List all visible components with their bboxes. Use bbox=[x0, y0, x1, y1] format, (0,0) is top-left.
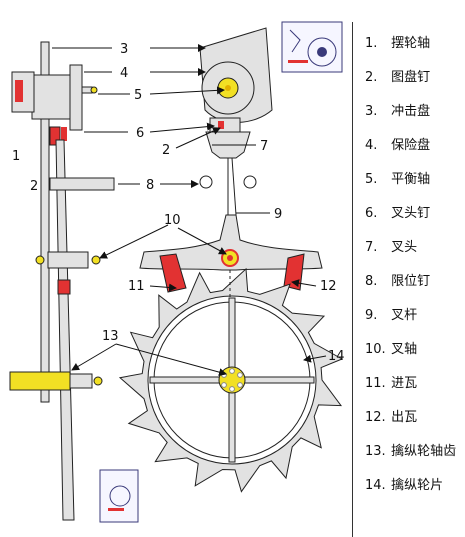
banking-pin-left bbox=[199, 175, 213, 189]
legend-number: 14. bbox=[365, 478, 386, 493]
legend-label: 叉头 bbox=[391, 240, 418, 255]
legend-label: 叉头钉 bbox=[391, 206, 431, 221]
legend-item: 10. 叉轴 bbox=[365, 338, 417, 357]
callout-14: 14 bbox=[328, 349, 345, 364]
legend-item: 13. 擒纵轮轴齿 bbox=[365, 440, 456, 459]
pallet-fork-head bbox=[205, 131, 251, 216]
legend-number: 4. bbox=[365, 138, 378, 153]
banking-pin-side bbox=[49, 177, 115, 191]
callout-6: 6 bbox=[136, 126, 144, 141]
legend-label: 进瓦 bbox=[391, 376, 418, 391]
legend-label: 擒纵轮片 bbox=[391, 478, 444, 493]
callout-9: 9 bbox=[274, 207, 282, 222]
callout-2b: 2 bbox=[162, 143, 170, 158]
legend-item: 5. 平衡轴 bbox=[365, 168, 430, 187]
legend-item: 2. 图盘钉 bbox=[365, 66, 430, 85]
callout-3: 3 bbox=[120, 42, 128, 57]
legend-label: 擒纵轮轴齿 bbox=[391, 444, 457, 459]
legend-number: 2. bbox=[365, 70, 378, 85]
impulse-roller bbox=[199, 27, 273, 133]
legend-number: 9. bbox=[365, 308, 378, 323]
legend-number: 5. bbox=[365, 172, 378, 187]
legend-number: 12. bbox=[365, 410, 386, 425]
impulse-roller-side bbox=[31, 74, 73, 120]
legend-item: 8. 限位钉 bbox=[365, 270, 430, 289]
callout-8: 8 bbox=[146, 178, 154, 193]
legend-number: 3. bbox=[365, 104, 378, 119]
legend-item: 12. 出瓦 bbox=[365, 406, 417, 425]
legend-item: 14. 擒纵轮片 bbox=[365, 474, 443, 493]
callout-5: 5 bbox=[134, 88, 142, 103]
legend-item: 6. 叉头钉 bbox=[365, 202, 430, 221]
legend: 1. 摆轮轴 2. 图盘钉 3. 冲击盘 4. 保险盘 5. 平衡轴 6. 叉头钉 7. 叉… bbox=[352, 22, 463, 537]
callout-1: 1 bbox=[12, 149, 20, 164]
legend-label: 保险盘 bbox=[391, 138, 431, 153]
callout-13: 13 bbox=[102, 329, 119, 344]
callout-labels: 1 2 3 4 5 6 2 7 8 9 10 11 12 13 14 bbox=[12, 42, 345, 364]
legend-item: 4. 保险盘 bbox=[365, 134, 430, 153]
legend-item: 7. 叉头 bbox=[365, 236, 417, 255]
callout-12: 12 bbox=[320, 279, 337, 294]
legend-number: 6. bbox=[365, 206, 378, 221]
legend-number: 7. bbox=[365, 240, 378, 255]
entry-pallet bbox=[159, 253, 187, 293]
legend-number: 8. bbox=[365, 274, 378, 289]
side-view bbox=[9, 41, 115, 521]
lever-side bbox=[55, 139, 75, 521]
legend-item: 3. 冲击盘 bbox=[365, 100, 430, 119]
callout-11: 11 bbox=[128, 279, 145, 294]
callout-7: 7 bbox=[260, 139, 268, 154]
legend-number: 1. bbox=[365, 36, 378, 51]
thumbnail-bottom bbox=[99, 469, 139, 523]
legend-number: 11. bbox=[365, 376, 386, 391]
legend-item: 11. 进瓦 bbox=[365, 372, 417, 391]
callout-2a: 2 bbox=[30, 179, 38, 194]
callout-10: 10 bbox=[164, 213, 181, 228]
legend-label: 限位钉 bbox=[391, 274, 431, 289]
legend-label: 叉轴 bbox=[391, 342, 418, 357]
legend-item: 1. 摆轮轴 bbox=[365, 32, 430, 51]
safety-roller-side bbox=[69, 64, 83, 131]
leader-lines bbox=[52, 44, 327, 377]
legend-label: 平衡轴 bbox=[391, 172, 431, 187]
legend-label: 叉杆 bbox=[391, 308, 418, 323]
legend-label: 冲击盘 bbox=[391, 104, 431, 119]
banking-pin-right bbox=[243, 175, 257, 189]
thumbnail-top bbox=[281, 21, 343, 73]
callout-4: 4 bbox=[120, 66, 128, 81]
balance-staff-side bbox=[40, 41, 50, 403]
roller-jewel-side bbox=[49, 126, 61, 146]
legend-label: 图盘钉 bbox=[391, 70, 431, 85]
escape-wheel bbox=[118, 267, 344, 493]
legend-label: 出瓦 bbox=[391, 410, 418, 425]
legend-number: 13. bbox=[365, 444, 386, 459]
legend-item: 9. 叉杆 bbox=[365, 304, 417, 323]
legend-label: 摆轮轴 bbox=[391, 36, 431, 51]
legend-number: 10. bbox=[365, 342, 386, 357]
pallet-arbor-side bbox=[47, 251, 89, 269]
escape-pinion-side bbox=[9, 371, 71, 391]
